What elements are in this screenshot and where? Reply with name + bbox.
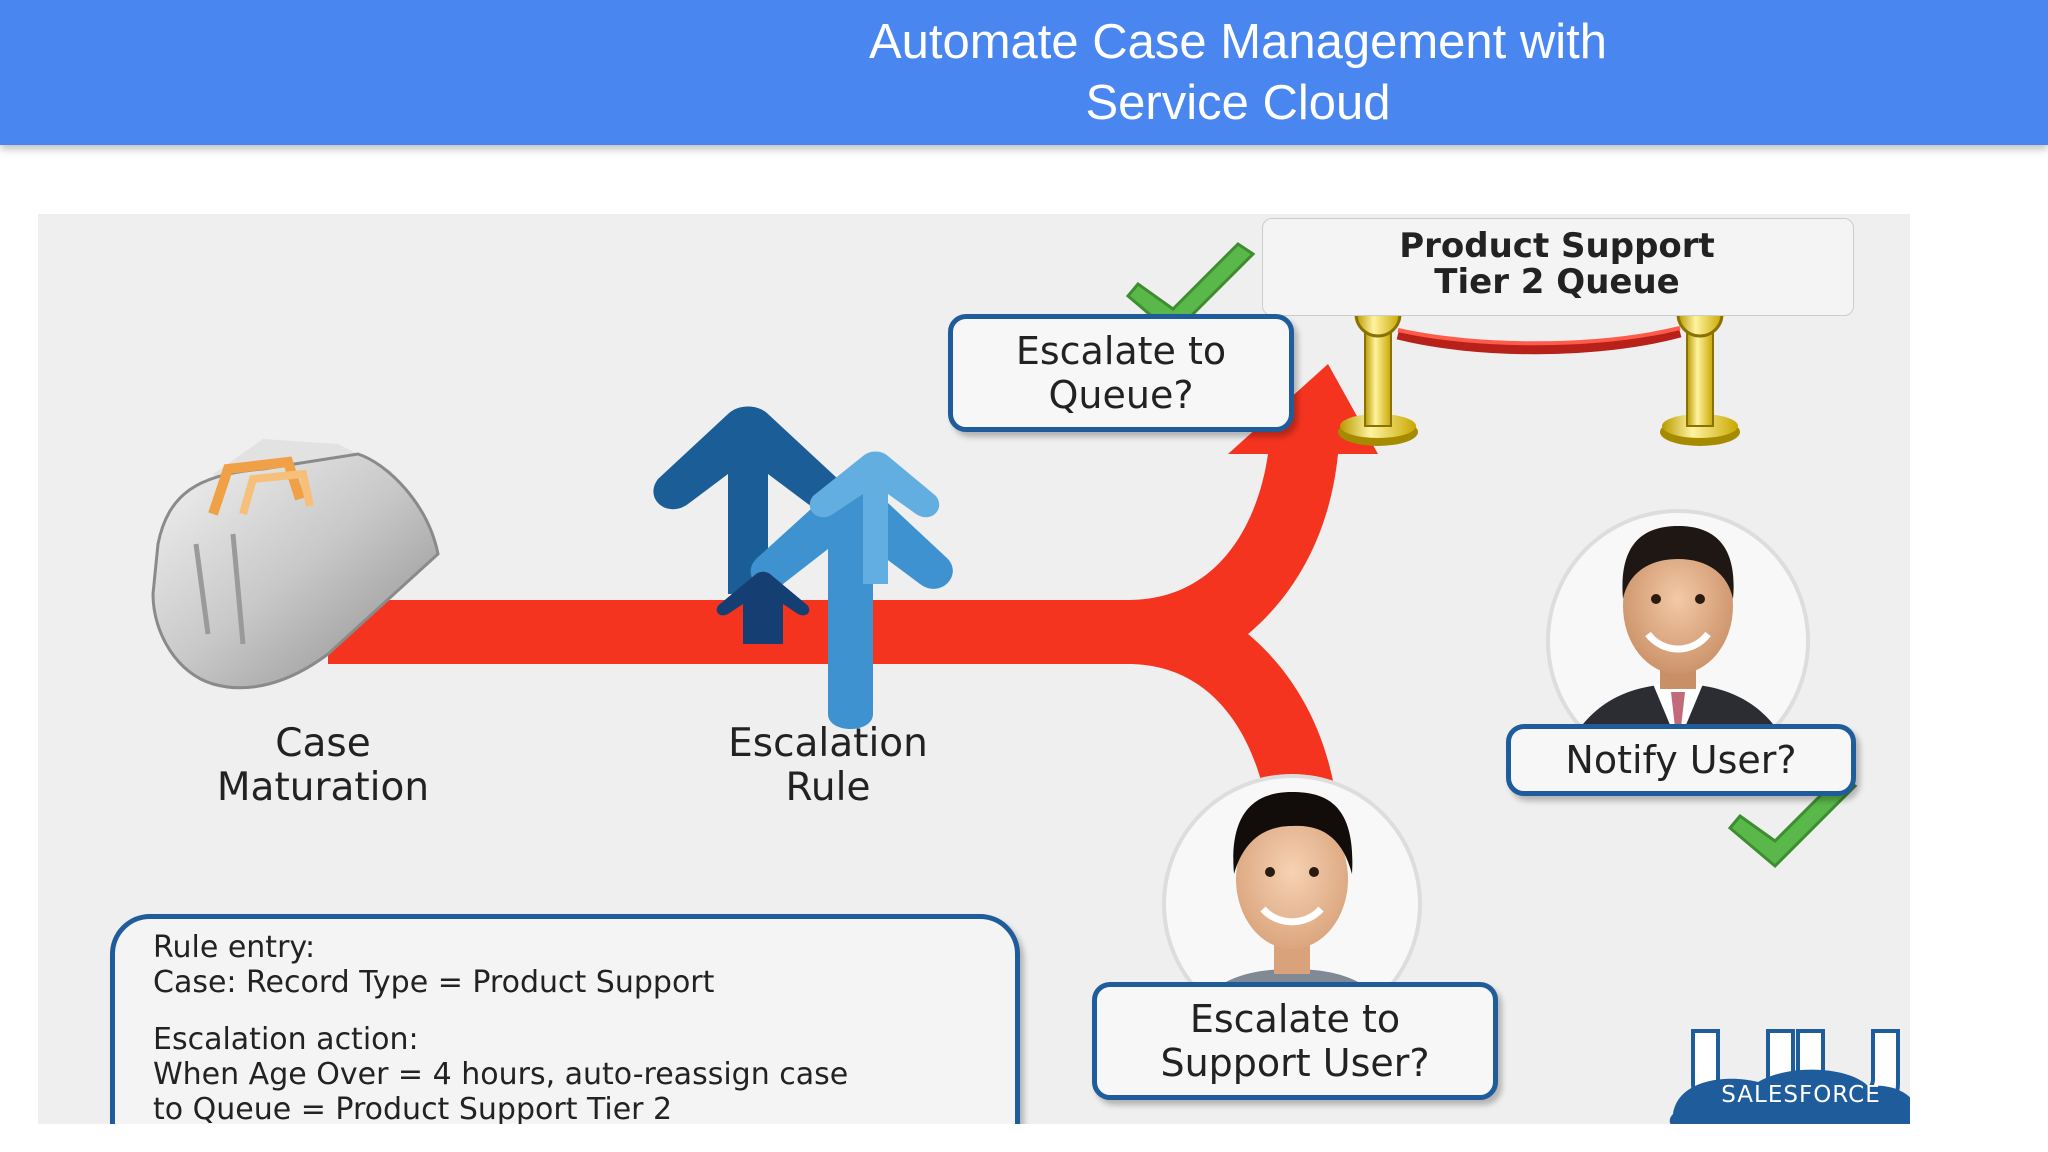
salesforce-logo (1669, 1029, 1910, 1124)
case-label-line-1: Case (275, 721, 371, 766)
salesforce-logo-text: SALESFORCE (1721, 1082, 1881, 1108)
notify-question: Notify User? (1565, 738, 1797, 782)
escalation-action-line-1: When Age Over = 4 hours, auto-reassign c… (153, 1057, 849, 1092)
case-label-line-2: Maturation (216, 765, 430, 810)
escalate-to-queue-box: Escalate to Queue? (948, 314, 1294, 432)
header-bar: Automate Case Management with Service Cl… (0, 0, 2048, 145)
rule-label-line-2: Rule (785, 765, 871, 810)
queue-title-line-1: Product Support (1399, 226, 1715, 266)
queue-title-line-2: Tier 2 Queue (1434, 262, 1680, 302)
page-title: Automate Case Management with Service Cl… (788, 12, 1688, 134)
notify-check-icon (1727, 774, 1858, 869)
rule-details-box (110, 914, 1020, 1124)
case-briefcase-icon (151, 439, 440, 690)
escalate-to-support-user-box: Escalate to Support User? (1092, 982, 1498, 1100)
rule-entry-heading: Rule entry: (153, 930, 316, 965)
queue-question-line-2: Queue? (1048, 373, 1194, 417)
title-line-1: Automate Case Management with (868, 15, 1608, 69)
rule-label-line-1: Escalation (728, 721, 928, 766)
diagram-slide: Case Maturation Escalation Rule Product … (38, 214, 1910, 1124)
queue-title: Product Support Tier 2 Queue (1262, 228, 1852, 300)
queue-stanchion-icon (1338, 290, 1740, 446)
support-question-line-2: Support User? (1160, 1041, 1430, 1085)
escalation-action-line-2: to Queue = Product Support Tier 2 (153, 1092, 673, 1124)
case-maturation-label: Case Maturation (158, 722, 488, 810)
title-line-2: Service Cloud (1085, 76, 1391, 130)
diagram-artwork (151, 242, 1910, 1124)
support-question-line-1: Escalate to (1189, 997, 1401, 1041)
escalation-rule-label: Escalation Rule (658, 722, 998, 810)
rule-entry-text: Case: Record Type = Product Support (153, 965, 715, 1000)
escalation-action-heading: Escalation action: (153, 1022, 419, 1057)
queue-title-panel (1262, 218, 1854, 316)
notify-user-box: Notify User? (1506, 724, 1856, 796)
queue-check-icon (1125, 242, 1256, 337)
queue-question-line-1: Escalate to (1015, 329, 1227, 373)
escalation-arrows-icon (653, 406, 953, 729)
